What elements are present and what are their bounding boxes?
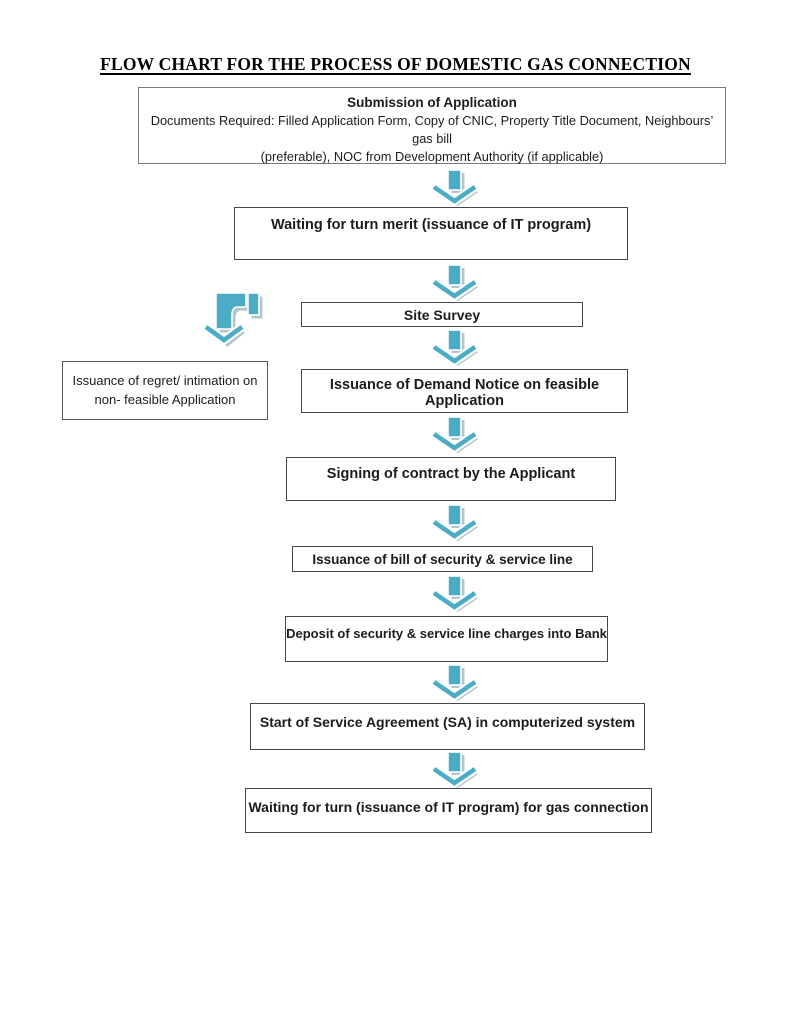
flow-node-bill-security: Issuance of bill of security & service l… xyxy=(292,546,593,572)
flow-node-submission-body: Documents Required: Filled Application F… xyxy=(150,113,714,164)
down-arrow-icon xyxy=(432,752,478,790)
flow-node-service-agreement: Start of Service Agreement (SA) in compu… xyxy=(250,703,645,750)
flow-node-demand-notice-label: Issuance of Demand Notice on feasible Ap… xyxy=(329,377,600,409)
flow-node-signing-label: Signing of contract by the Applicant xyxy=(326,466,576,482)
down-arrow-icon xyxy=(432,170,478,208)
flow-node-submission: Submission of Application Documents Requ… xyxy=(138,87,726,164)
flow-node-regret: Issuance of regret/ intimation on non- f… xyxy=(62,361,268,420)
flow-node-deposit-bank: Deposit of security & service line charg… xyxy=(285,616,608,662)
down-arrow-icon xyxy=(432,265,478,303)
flow-node-waiting-merit: Waiting for turn merit (issuance of IT p… xyxy=(234,207,628,260)
flow-node-site-survey: Site Survey xyxy=(301,302,583,327)
page-title: FLOW CHART FOR THE PROCESS OF DOMESTIC G… xyxy=(100,54,691,74)
flow-node-waiting-merit-label: Waiting for turn merit (issuance of IT p… xyxy=(270,217,592,233)
flow-node-bill-security-label: Issuance of bill of security & service l… xyxy=(312,551,573,567)
flow-node-waiting-connection: Waiting for turn (issuance of IT program… xyxy=(245,788,652,833)
flow-node-submission-title: Submission of Application xyxy=(347,95,517,110)
flow-node-service-agreement-label: Start of Service Agreement (SA) in compu… xyxy=(259,714,636,730)
flow-node-site-survey-label: Site Survey xyxy=(403,306,481,323)
down-arrow-icon xyxy=(432,417,478,455)
down-arrow-icon xyxy=(432,505,478,543)
down-arrow-icon xyxy=(432,330,478,368)
bent-arrow-left-down-icon xyxy=(204,293,266,355)
down-arrow-icon xyxy=(432,665,478,703)
down-arrow-icon xyxy=(432,576,478,614)
flow-node-deposit-bank-label: Deposit of security & service line charg… xyxy=(286,626,607,641)
flow-node-signing: Signing of contract by the Applicant xyxy=(286,457,616,501)
flow-node-waiting-connection-label: Waiting for turn (issuance of IT program… xyxy=(248,799,649,815)
flow-node-regret-label: Issuance of regret/ intimation on non- f… xyxy=(72,373,258,407)
flow-node-demand-notice: Issuance of Demand Notice on feasible Ap… xyxy=(301,369,628,413)
